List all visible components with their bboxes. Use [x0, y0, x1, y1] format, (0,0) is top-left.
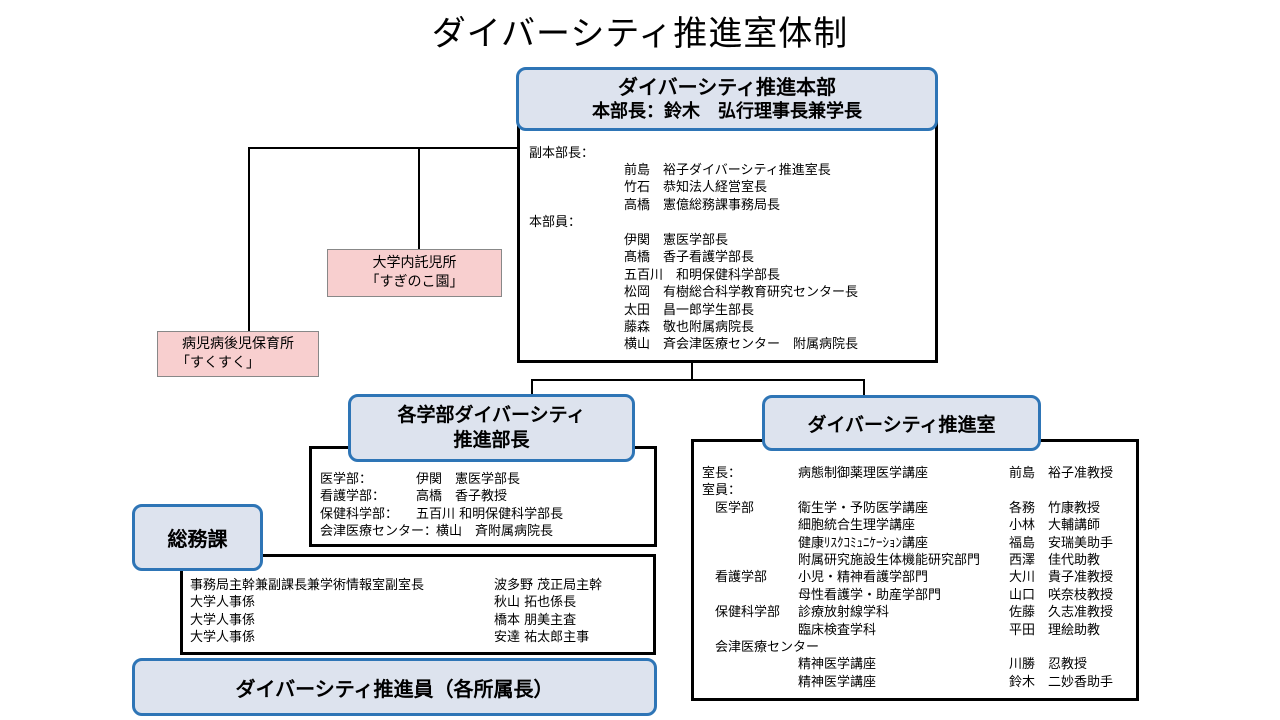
- list-item: 藤森 敬也附属病院長: [624, 320, 755, 336]
- vice-chief-label: 副本部長：: [529, 146, 595, 161]
- office-person: 前島 裕子准教授: [1009, 466, 1114, 481]
- name: 五百川 和明保健科学部長: [416, 506, 564, 522]
- office-unit: 細胞統合生理学講座: [798, 518, 916, 534]
- office-unit: 病態制御薬理医学講座: [798, 466, 929, 481]
- sick-childcare-box: 病児病後児保育所 「すくすく」: [157, 331, 319, 377]
- role: 大学人事係: [190, 630, 256, 646]
- members-list: 伊関 憲医学部長 髙橋 香子看護学部長 五百川 和明保健科学部長 松岡 有樹総合…: [624, 232, 858, 354]
- members-label: 本部員：: [529, 215, 582, 230]
- office-person: 平田 理絵助教: [1009, 622, 1101, 638]
- list-item: 五百川 和明保健科学部長: [624, 267, 781, 283]
- dept: 保健科学部：: [320, 506, 399, 522]
- office-dept: 室員：: [702, 483, 742, 499]
- office-dept: 会津医療センター: [702, 639, 820, 655]
- vice-chief-list: 前島 裕子ダイバーシティ推進室長 竹石 恭知法人経営室長 高橋 憲億総務課事務局…: [624, 162, 831, 214]
- faculty-title-box: 各学部ダイバーシティ 推進部長: [348, 394, 635, 462]
- role: 大学人事係: [190, 612, 256, 628]
- office-person: 各務 竹康教授: [1009, 500, 1101, 516]
- childcare-box: 大学内託児所 「すぎのこ園」: [327, 249, 502, 297]
- list-item: 太田 昌一郎学生部長: [624, 302, 755, 318]
- list-item: 髙橋 香子看護学部長: [624, 250, 755, 266]
- name: 橋本 朋美主査: [494, 612, 577, 628]
- office-unit: 母性看護学・助産学部門: [798, 587, 942, 603]
- sick-childcare-line1: 病児病後児保育所: [182, 336, 294, 352]
- name: 秋山 拓也係長: [494, 595, 577, 611]
- name: 波多野 茂正局主幹: [494, 578, 603, 593]
- hq-title: ダイバーシティ推進本部: [618, 75, 836, 99]
- dept: 医学部：: [320, 472, 373, 487]
- dept: 看護学部：: [320, 489, 386, 505]
- office-unit: 診療放射線学科: [798, 605, 890, 621]
- list-item: 松岡 有樹総合科学教育研究センター長: [624, 285, 859, 301]
- childcare-line1: 大学内託児所: [372, 255, 457, 271]
- office-unit: 衛生学・予防医学講座: [798, 500, 929, 516]
- somuka-title-box: 総務課: [132, 504, 263, 571]
- office-title-box: ダイバーシティ推進室: [762, 395, 1041, 451]
- office-person: 鈴木 二妙香助手: [1009, 674, 1114, 690]
- hq-title-box: ダイバーシティ推進本部 本部長：鈴木 弘行理事長兼学長: [516, 67, 938, 131]
- name: 横山 斉附属病院長: [436, 524, 554, 540]
- office-dept: 看護学部: [702, 570, 768, 586]
- office-person: 福島 安瑞美助手: [1009, 535, 1114, 551]
- list-item: 伊関 憲医学部長: [624, 233, 729, 248]
- office-title: ダイバーシティ推進室: [807, 413, 996, 436]
- office-person: 川勝 忍教授: [1009, 657, 1088, 673]
- role: 大学人事係: [190, 595, 256, 611]
- office-person: 佐藤 久志准教授: [1009, 605, 1114, 621]
- office-dept: 室長：: [702, 466, 742, 481]
- list-item: 前島 裕子ダイバーシティ推進室長: [624, 163, 831, 178]
- hq-chief: 本部長：鈴木 弘行理事長兼学長: [592, 101, 862, 122]
- faculty-title-line2: 推進部長: [453, 429, 530, 451]
- office-unit: 健康ﾘｽｸｺﾐｭﾆｹｰｼｮﾝ講座: [798, 535, 929, 551]
- list-item: 横山 斉会津医療センター 附属病院長: [624, 337, 859, 353]
- sick-childcare-line2: 「すくすく」: [176, 355, 260, 371]
- name: 高橋 香子教授: [416, 489, 508, 505]
- office-dept: 医学部: [702, 500, 755, 516]
- office-unit: 精神医学講座: [798, 657, 877, 673]
- office-dept: 保健科学部: [702, 605, 781, 621]
- somuka-box: [180, 554, 656, 655]
- page-title: ダイバーシティ推進室体制: [431, 14, 849, 54]
- promoters-box: ダイバーシティ推進員（各所属長）: [132, 658, 657, 716]
- office-unit: 臨床検査学科: [798, 622, 877, 638]
- office-unit: 小児・精神看護学部門: [798, 570, 929, 586]
- list-item: 高橋 憲億総務課事務局長: [624, 197, 781, 213]
- office-person: 大川 貴子准教授: [1009, 570, 1114, 586]
- role: 事務局主幹兼副課長兼学術情報室副室長: [190, 578, 425, 593]
- childcare-line2: 「すぎのこ園」: [365, 274, 464, 290]
- office-unit: 精神医学講座: [798, 674, 877, 690]
- office-person: 小林 大輔講師: [1009, 518, 1101, 534]
- promoters-title: ダイバーシティ推進員（各所属長）: [235, 676, 554, 701]
- name: 伊関 憲医学部長: [416, 472, 521, 487]
- somuka-title: 総務課: [167, 527, 228, 551]
- list-item: 竹石 恭知法人経営室長: [624, 180, 768, 196]
- faculty-title-line1: 各学部ダイバーシティ: [397, 404, 586, 426]
- dept: 会津医療センター：: [320, 524, 438, 540]
- office-person: 山口 咲奈枝教授: [1009, 587, 1114, 603]
- office-unit: 附属研究施設生体機能研究部門: [798, 552, 981, 568]
- office-person: 西澤 佳代助教: [1009, 552, 1101, 568]
- name: 安達 祐太郎主事: [494, 630, 590, 646]
